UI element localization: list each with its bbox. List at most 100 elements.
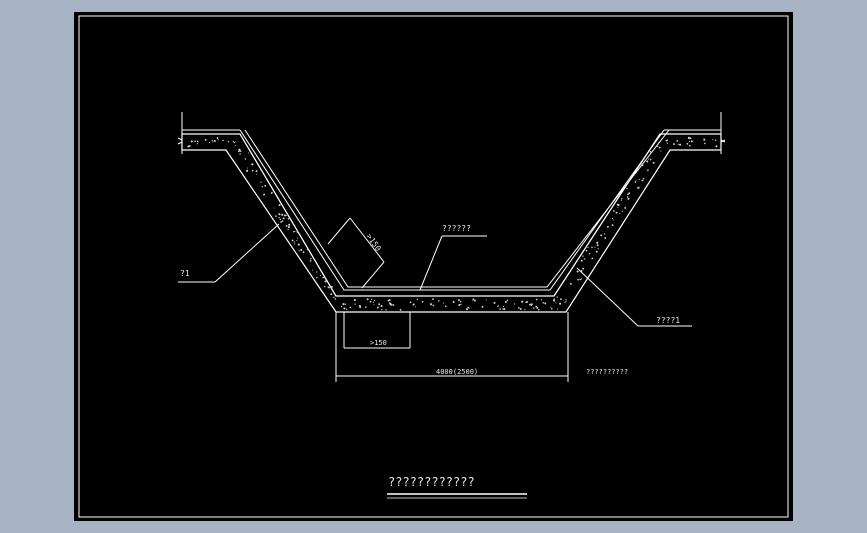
speckle-dot <box>468 307 470 309</box>
speckle-dot <box>506 299 508 302</box>
right-leader <box>576 267 692 327</box>
speckle-dot <box>521 300 524 303</box>
speckle-dot <box>324 286 326 288</box>
speckle-dot <box>526 300 529 303</box>
speckle-dot <box>493 301 496 304</box>
speckle-dot <box>298 250 300 252</box>
speckle-dot <box>333 296 335 299</box>
speckle-dot <box>442 302 444 304</box>
speckle-dot <box>310 257 312 260</box>
bottom-width-label: 4000(2500) <box>436 368 478 376</box>
speckle-dot <box>585 249 588 252</box>
speckle-dot <box>190 140 193 143</box>
speckle-dot <box>293 241 296 243</box>
speckle-dot <box>322 276 325 279</box>
speckle-dot <box>560 298 562 301</box>
speckle-dot <box>287 226 290 229</box>
speckle-dot <box>652 161 655 164</box>
speckle-dot <box>472 299 474 301</box>
speckle-dot <box>433 305 435 307</box>
speckle-dot <box>660 150 662 152</box>
speckle-dot <box>714 139 717 141</box>
bottom-small-dimension <box>343 312 411 349</box>
speckle-dot <box>612 210 615 212</box>
speckle-dot <box>676 139 679 142</box>
speckle-dot <box>247 152 249 154</box>
speckle-dot <box>232 140 234 143</box>
speckle-dot <box>591 257 594 260</box>
speckle-dot <box>615 211 618 214</box>
speckle-dot <box>283 214 286 217</box>
speckle-dot <box>690 140 693 143</box>
speckle-dot <box>246 169 249 172</box>
speckle-dot <box>372 301 375 303</box>
speckle-dot <box>465 308 469 311</box>
speckle-dot <box>587 246 589 249</box>
speckle-dot <box>689 137 692 140</box>
speckle-dot <box>532 307 535 309</box>
speckle-dot <box>621 210 624 212</box>
speckle-dot <box>556 296 558 298</box>
speckle-dot <box>429 303 433 306</box>
drawing-title: ???????????? <box>388 475 475 489</box>
speckle-dot <box>280 221 282 223</box>
speckle-dot <box>281 213 284 216</box>
speckle-dot <box>649 151 652 153</box>
speckle-dot <box>556 308 558 310</box>
speckle-dot <box>432 298 434 300</box>
speckle-dot <box>247 167 249 169</box>
speckle-dot <box>553 298 556 300</box>
speckle-dot <box>260 181 262 183</box>
speckle-dot <box>551 307 553 310</box>
speckle-dot <box>399 309 402 311</box>
speckle-dot <box>666 142 669 144</box>
speckle-dot <box>688 144 691 147</box>
speckle-dot <box>559 302 562 305</box>
speckle-dot <box>550 306 552 308</box>
speckle-dot <box>311 269 313 271</box>
left-leader <box>178 223 280 283</box>
speckle-dot <box>621 197 623 200</box>
speckle-dot <box>370 298 373 300</box>
speckle-dot <box>373 304 375 306</box>
speckle-dot <box>378 303 381 306</box>
speckle-dot <box>444 305 447 308</box>
speckle-dot <box>502 306 505 308</box>
speckle-dot <box>227 141 230 143</box>
speckle-dot <box>187 145 190 148</box>
bottom-note-label: ?????????? <box>586 368 628 376</box>
speckle-dot <box>288 223 291 226</box>
speckle-dot <box>438 300 440 302</box>
speckle-dot <box>340 305 343 308</box>
speckle-dot <box>334 298 337 300</box>
speckle-dot <box>421 300 424 303</box>
speckle-dot <box>287 217 290 220</box>
speckle-dot <box>624 206 627 209</box>
speckle-dot <box>596 241 599 244</box>
speckle-dot <box>414 306 417 308</box>
speckle-dot <box>316 271 318 273</box>
speckle-dot <box>222 139 224 142</box>
bottom-small-dimension-label: >150 <box>370 339 387 347</box>
speckle-dot <box>390 303 393 306</box>
speckle-dot <box>264 184 267 187</box>
speckle-dot <box>373 299 376 302</box>
speckle-dot <box>467 306 470 309</box>
speckle-dot <box>294 226 296 228</box>
speckle-dot <box>327 286 330 289</box>
speckle-dot <box>686 142 689 145</box>
speckle-dot <box>452 300 455 303</box>
speckle-dot <box>565 300 567 302</box>
speckle-dot <box>316 276 318 279</box>
speckle-dot <box>591 246 593 249</box>
speckle-dot <box>503 308 506 311</box>
speckle-dot <box>294 230 296 233</box>
speckle-dot <box>365 306 367 308</box>
speckle-dot <box>302 251 305 254</box>
speckle-dot <box>369 300 372 303</box>
speckle-dot <box>481 305 484 308</box>
speckle-dot <box>244 158 247 160</box>
speckle-dot <box>251 169 254 172</box>
speckle-dot <box>688 140 691 143</box>
speckle-dot <box>274 215 277 217</box>
